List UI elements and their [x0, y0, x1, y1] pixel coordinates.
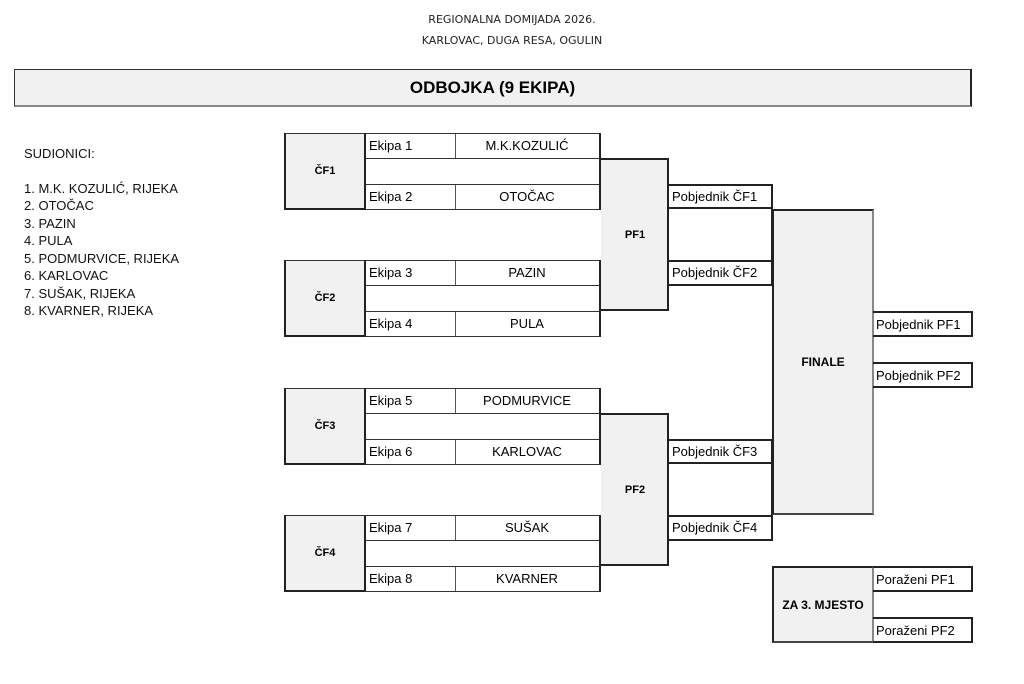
- team-name: PAZIN: [455, 260, 601, 286]
- semifinal-2-box: [601, 413, 669, 566]
- final-slot: Pobjednik PF2: [873, 362, 973, 388]
- team-slot-label: Ekipa 4: [366, 311, 456, 337]
- team-slot-label: Ekipa 3: [366, 260, 456, 286]
- participants-list: SUDIONICI: 1. M.K. KOZULIĆ, RIJEKA 2. OT…: [24, 145, 179, 320]
- quarterfinal-1-box: [284, 133, 366, 210]
- participant-item: 8. KVARNER, RIJEKA: [24, 303, 154, 318]
- final-slot: Pobjednik PF1: [873, 311, 973, 337]
- participant-item: 7. SUŠAK, RIJEKA: [24, 285, 136, 301]
- team-name: OTOČAC: [455, 184, 601, 210]
- team-slot-label: Ekipa 8: [366, 566, 456, 592]
- team-slot-label: Ekipa 2: [366, 184, 456, 210]
- team-name: KARLOVAC: [455, 439, 601, 465]
- participant-item: 1. M.K. KOZULIĆ, RIJEKA: [24, 180, 178, 196]
- quarterfinal-2-box: [284, 260, 366, 337]
- quarterfinal-label: ČF1: [314, 165, 336, 178]
- semifinal-label: PF2: [624, 483, 646, 496]
- result-row: [366, 285, 601, 311]
- team-name: SUŠAK: [455, 515, 601, 541]
- sport-title: ODBOJKA (9 EKIPA): [409, 77, 576, 97]
- quarterfinal-3-box: [284, 388, 366, 465]
- quarterfinal-label: ČF3: [314, 420, 336, 433]
- third-place-label: ZA 3. MJESTO: [782, 597, 864, 612]
- result-row: [366, 540, 601, 566]
- team-name: PODMURVICE: [455, 388, 601, 414]
- event-locations: KARLOVAC, DUGA RESA, OGULIN: [421, 34, 603, 47]
- semifinal-slot: Pobjednik ČF3: [669, 438, 773, 464]
- team-name: PULA: [455, 311, 601, 337]
- semifinal-slot: Pobjednik ČF4: [669, 515, 773, 541]
- final-box: [772, 209, 874, 515]
- third-place-slot: Poraženi PF2: [873, 617, 973, 643]
- result-row: [366, 158, 601, 184]
- semifinal-slot: Pobjednik ČF1: [669, 183, 773, 209]
- third-place-slot: Poraženi PF1: [873, 566, 973, 592]
- quarterfinal-4-box: [284, 515, 366, 592]
- result-row: [366, 413, 601, 439]
- semifinal-slot: Pobjednik ČF2: [669, 260, 773, 286]
- participant-item: 6. KARLOVAC: [24, 268, 109, 283]
- event-title: REGIONALNA DOMIJADA 2026.: [428, 13, 596, 26]
- participant-item: 4. PULA: [24, 233, 73, 248]
- final-label: FINALE: [801, 355, 845, 369]
- participant-item: 5. PODMURVICE, RIJEKA: [24, 250, 180, 266]
- third-place-box: [772, 566, 874, 643]
- sport-title-bar: ODBOJKA (9 EKIPA): [14, 69, 972, 107]
- participant-item: 2. OTOČAC: [24, 198, 94, 213]
- team-slot-label: Ekipa 5: [366, 388, 456, 414]
- quarterfinal-label: ČF2: [314, 292, 336, 305]
- quarterfinal-label: ČF4: [314, 547, 336, 560]
- participant-item: 3. PAZIN: [24, 215, 76, 231]
- semifinal-label: PF1: [624, 228, 646, 241]
- semifinal-1-box: [601, 158, 669, 311]
- team-name: M.K.KOZULIĆ: [455, 133, 601, 159]
- team-slot-label: Ekipa 6: [366, 439, 456, 465]
- team-name: KVARNER: [455, 566, 601, 592]
- participants-heading: SUDIONICI:: [24, 146, 95, 161]
- team-slot-label: Ekipa 7: [366, 515, 456, 541]
- team-slot-label: Ekipa 1: [366, 133, 456, 159]
